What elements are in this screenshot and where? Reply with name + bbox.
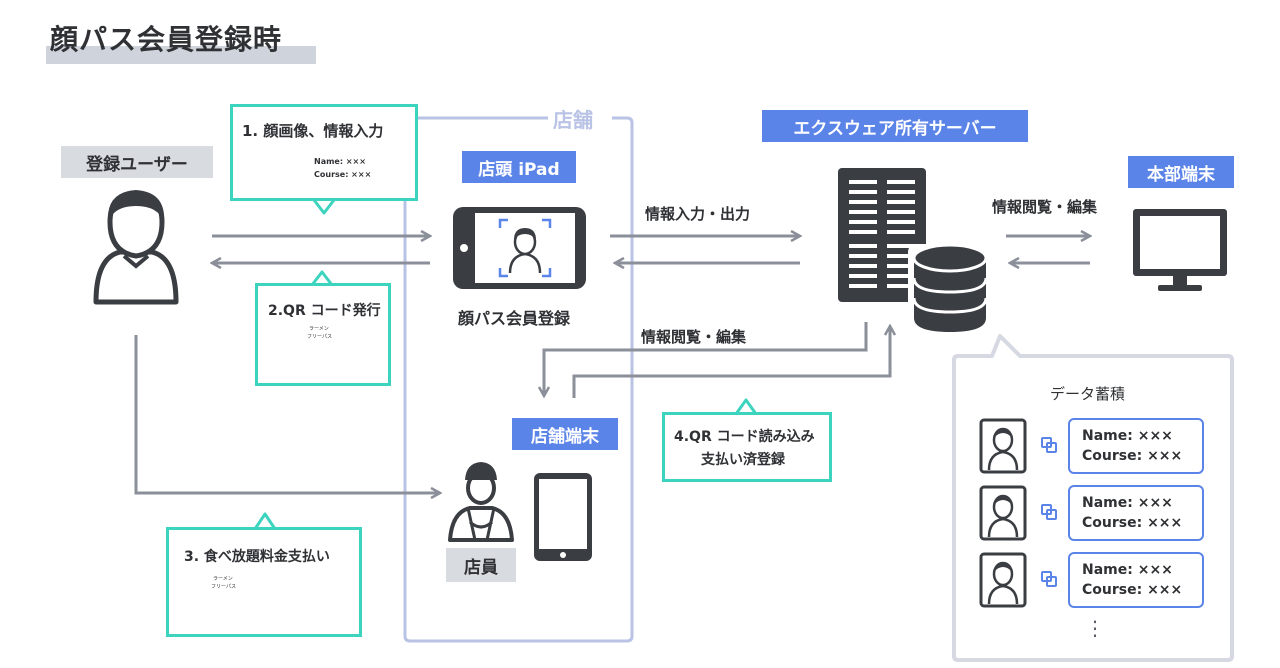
link-icon-1 (1041, 437, 1057, 453)
step1-label: 1. 顔画像、情報入力 (242, 122, 384, 140)
records-ellipsis: ⋮ (1085, 616, 1105, 640)
store-terminal-tag: 店舗端末 (512, 418, 618, 450)
store-ipad-tag: 店頭 iPad (462, 151, 576, 183)
step2-callout (255, 283, 391, 386)
step3-ticket-text-1: ラーメン (213, 576, 233, 582)
record-card-2: Name: ××× Course: ××× (1068, 485, 1204, 541)
arrow-store-terminal-to-server (572, 326, 890, 398)
info-io-label: 情報入力・出力 (645, 205, 751, 223)
record-card-1: Name: ××× Course: ××× (1068, 418, 1204, 474)
step3-ticket-text-2: フリーパス (211, 584, 236, 590)
store-frame (403, 116, 634, 643)
face-pass-registration-label: 顔パス会員登録 (458, 309, 571, 328)
step3-label: 3. 食べ放題料金支払い (184, 549, 330, 565)
title-underline (46, 46, 316, 64)
store-label: 店舗 (553, 108, 593, 132)
data-storage-title: データ蓄積 (1050, 385, 1126, 403)
hq-terminal-tag: 本部端末 (1128, 156, 1234, 188)
record-photo-icon-2 (979, 485, 1027, 541)
info-view-edit-hq-label: 情報閲覧・編集 (992, 198, 1098, 216)
tablet-icon (453, 207, 586, 289)
step1-card-course: Course: ××× (314, 170, 372, 179)
record-name: Name: ××× (1082, 562, 1173, 578)
monitor-icon (1133, 209, 1227, 291)
page-title: 顔パス会員登録時 (50, 23, 283, 56)
clerk-tag: 店員 (446, 548, 516, 582)
step4-label-line2: 支払い済登録 (701, 452, 785, 468)
step4-label-line1: 4.QR コード読み込み (674, 429, 815, 445)
record-course: Course: ××× (1082, 582, 1183, 598)
record-course: Course: ××× (1082, 515, 1183, 531)
link-icon-3 (1041, 571, 1057, 587)
store-tablet-icon (534, 473, 592, 561)
server-icon (838, 168, 926, 302)
step4-callout (662, 412, 832, 482)
step1-callout (230, 104, 418, 201)
info-view-edit-store-label: 情報閲覧・編集 (641, 328, 747, 346)
arrow-user-to-clerk (134, 335, 440, 493)
step2-ticket-text-1: ラーメン (309, 326, 329, 332)
server-tag: エクスウェア所有サーバー (762, 110, 1028, 142)
record-name: Name: ××× (1082, 428, 1173, 444)
record-card-3: Name: ××× Course: ××× (1068, 552, 1204, 608)
step3-callout (166, 527, 362, 637)
record-photo-icon-3 (979, 552, 1027, 608)
step2-ticket-text-2: フリーパス (307, 334, 332, 340)
step2-label: 2.QR コード発行 (268, 303, 381, 319)
database-icon (908, 243, 992, 334)
link-icon-2 (1041, 504, 1057, 520)
record-photo-icon-1 (979, 418, 1027, 474)
registered-user-tag: 登録ユーザー (61, 146, 213, 178)
arrow-server-to-store-terminal (544, 322, 868, 396)
step1-card-name: Name: ××× (314, 157, 366, 166)
clerk-icon (448, 462, 514, 542)
user-icon (93, 190, 179, 305)
record-name: Name: ××× (1082, 495, 1173, 511)
record-course: Course: ××× (1082, 448, 1183, 464)
